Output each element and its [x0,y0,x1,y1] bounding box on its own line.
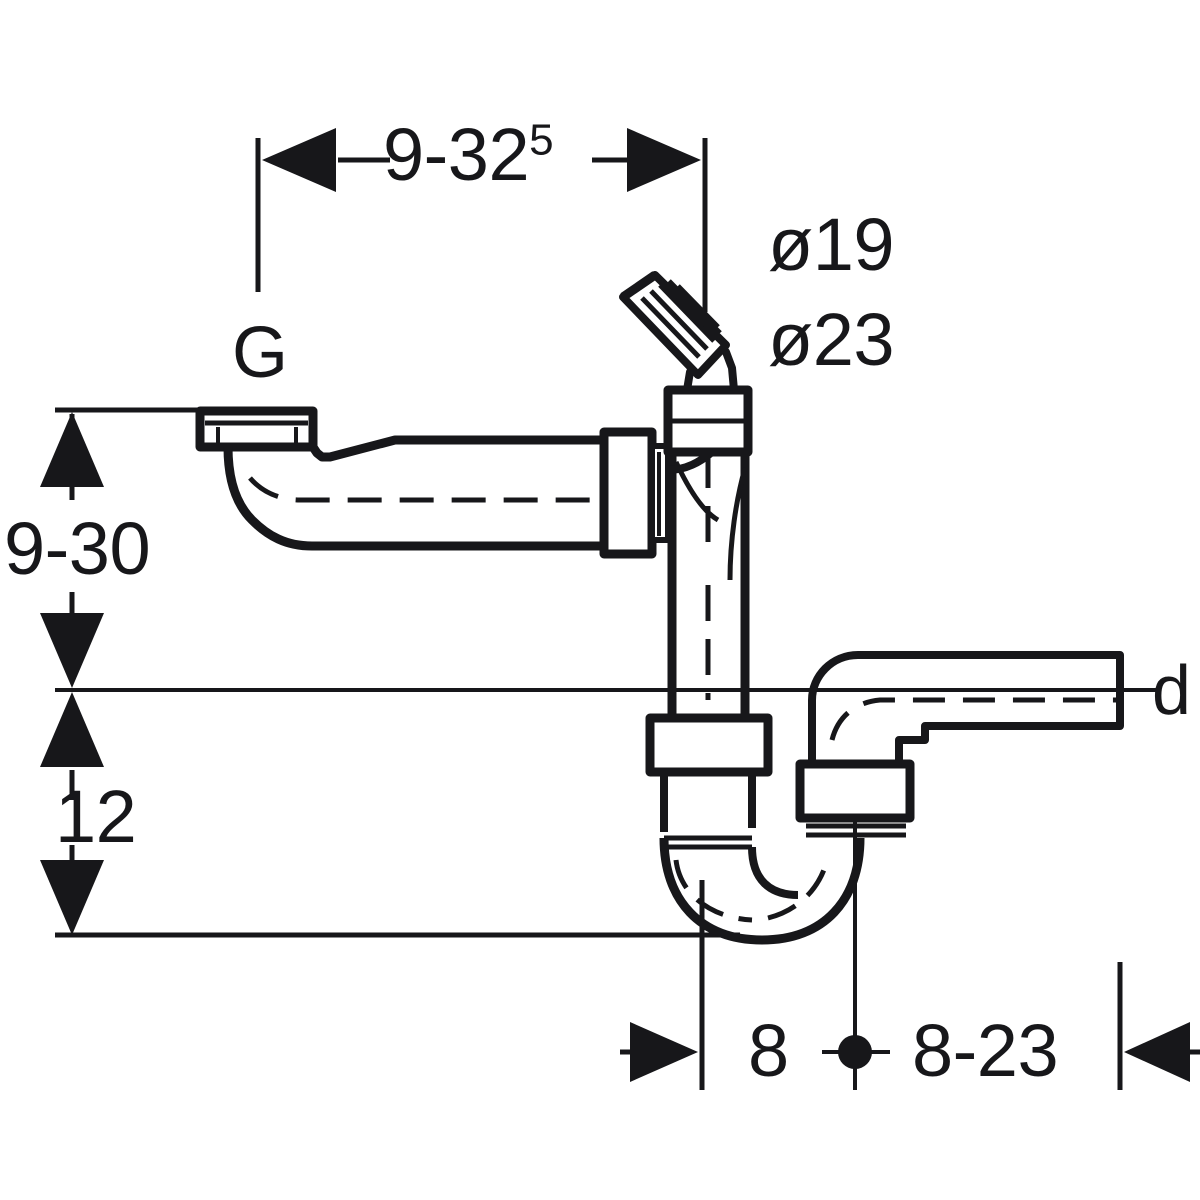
trap-lower-straight [660,772,756,850]
centerline-left-marker [40,692,104,767]
left-dimension-9-30-label: 9-30 [4,507,151,590]
trap-upper-union-nut [645,713,773,777]
outlet-d-label: d [1152,651,1191,729]
left-dimension-12-label: 12 [55,775,137,858]
left-dimension-9-30 [40,407,200,688]
inlet-union-nut [599,427,671,559]
trap-outlet-union-nut [795,759,915,838]
trap-riser [667,448,750,722]
inlet-flange [195,406,318,452]
bottom-dimension-8 [620,880,705,1090]
top-dimension-superscript: 5 [529,115,554,165]
trap-u-bend [659,837,865,945]
ptrap-body [195,271,1124,945]
bottom-dimension-8-label: 8 [748,1009,789,1092]
diameter-23-label: ø23 [768,298,895,381]
bottom-dimension-8-23-label: 8-23 [912,1009,1059,1092]
inlet-arm [223,435,608,551]
thread-g-label: G [232,313,288,393]
top-dimension-label: 9-325 [383,113,554,196]
bottom-dimension-8-23 [1117,962,1200,1090]
diameter-19-label: ø19 [768,203,895,286]
dimension-lines [40,128,1200,1090]
top-dimension [255,128,708,312]
hose-nozzle [619,271,738,391]
outlet-pipe [808,651,1124,764]
nozzle-union-nut [663,385,753,457]
left-dimension-12 [40,770,740,938]
outlet-centerline-marker [822,800,890,1090]
